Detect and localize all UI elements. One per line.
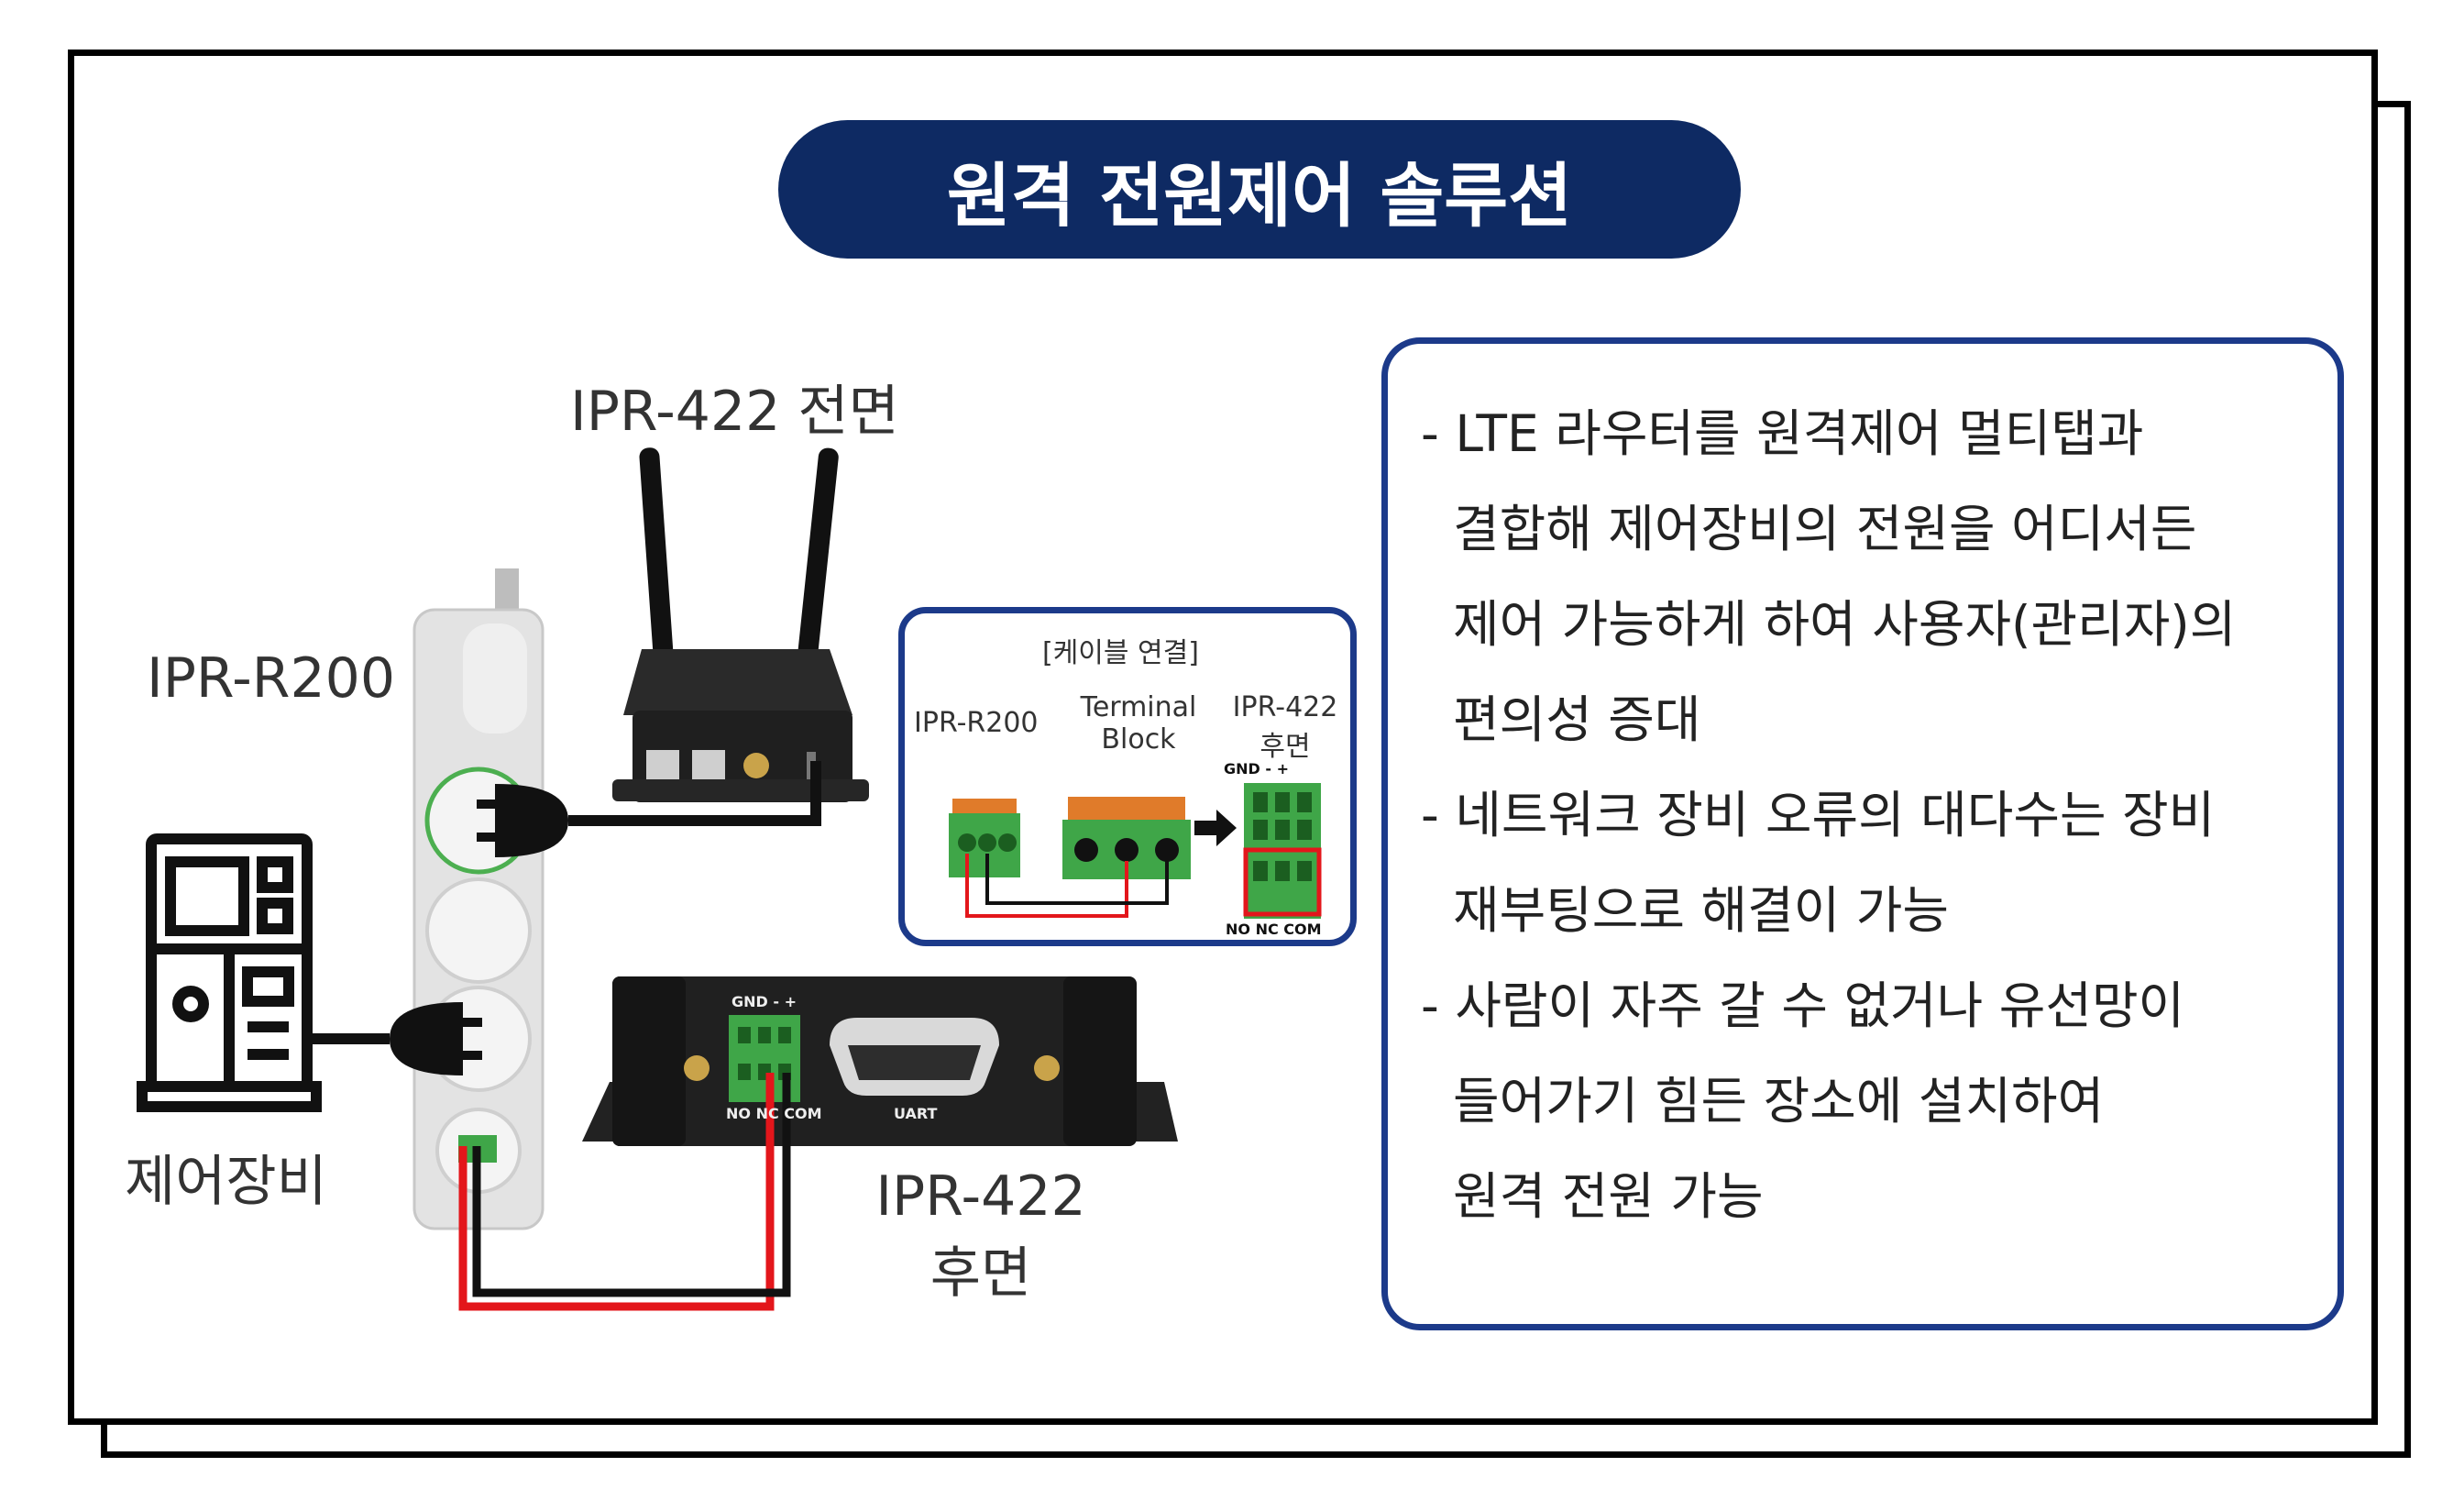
bullet-line-3: 제어 가능하게 하여 사용자(관리자)의 [1453, 595, 2237, 654]
bullet-line-1: - LTE 라우터를 원격제어 멀티탭과 [1421, 404, 2144, 463]
label-ipr422-rear-line1: IPR-422 [875, 1164, 1086, 1229]
arrow-right-icon [1194, 810, 1237, 846]
cable-ipr-r200-label: IPR-R200 [914, 707, 1039, 739]
cable-no-nc-com-label: NO NC COM [1226, 921, 1322, 938]
bullet-line-8: 들어가기 힘든 장소에 설치하여 [1453, 1072, 2105, 1131]
cable-ipr422-line2: 후면 [1260, 731, 1311, 763]
cable-heading: [케이블 연결] [1042, 637, 1199, 669]
router-antennas [639, 447, 839, 690]
ipr-r200-power-strip [412, 568, 544, 1230]
title-banner: 원격 전원제어 솔루션 [778, 120, 1741, 259]
bullet-line-9: 원격 전원 가능 [1453, 1167, 1764, 1226]
label-ipr422-rear: IPR-422 후면 [871, 1164, 1091, 1308]
cable-diagram-graphics [949, 783, 1322, 919]
power-plug-icon [312, 1002, 482, 1075]
label-ipr422-rear-line2: 후면 [930, 1241, 1032, 1306]
rear-uart-label: UART [894, 1105, 938, 1122]
cable-ipr422-line1: IPR-422 [1232, 691, 1338, 723]
cable-connection-panel: [케이블 연결] IPR-R200 Terminal Block IPR-422… [898, 607, 1357, 946]
ipr422-terminal [1243, 783, 1322, 919]
terminal-block-line1: Terminal [1080, 691, 1197, 723]
cable-wires [965, 854, 1169, 918]
cable-terminal-block-label: Terminal Block [1070, 691, 1207, 756]
ipr-r200-terminal [949, 799, 1020, 877]
description-box [1381, 337, 2344, 1330]
ipr422-rear-device [582, 976, 1178, 1146]
signal-wires [458, 1073, 791, 1311]
bullet-line-7: - 사람이 자주 갈 수 없거나 유선망이 [1421, 976, 2185, 1035]
power-plug-icon [477, 761, 821, 857]
bullet-line-4: 편의성 증대 [1453, 690, 1701, 749]
ipr422-front-device [612, 649, 869, 802]
cable-gnd-label: GND - + [1224, 760, 1289, 778]
rear-gnd-label: GND - + [732, 993, 797, 1010]
label-ipr422-front: IPR-422 전면 [570, 380, 899, 444]
bullet-line-2: 결합해 제어장비의 전원을 어디서든 [1453, 500, 2197, 558]
bullet-line-6: 재부팅으로 해결이 가능 [1453, 881, 1949, 940]
cable-ipr422-label: IPR-422 후면 [1221, 691, 1349, 764]
label-ipr-r200: IPR-R200 [147, 646, 395, 711]
control-equipment-icon [137, 833, 322, 1112]
terminal-block-line2: Block [1101, 723, 1176, 756]
rear-no-com-label: NO NC COM [726, 1105, 822, 1122]
page-title: 원격 전원제어 솔루션 [946, 154, 1573, 237]
bullet-line-5: - 네트워크 장비 오류의 대다수는 장비 [1421, 786, 2216, 844]
label-control-equipment: 제어장비 [125, 1150, 327, 1214]
